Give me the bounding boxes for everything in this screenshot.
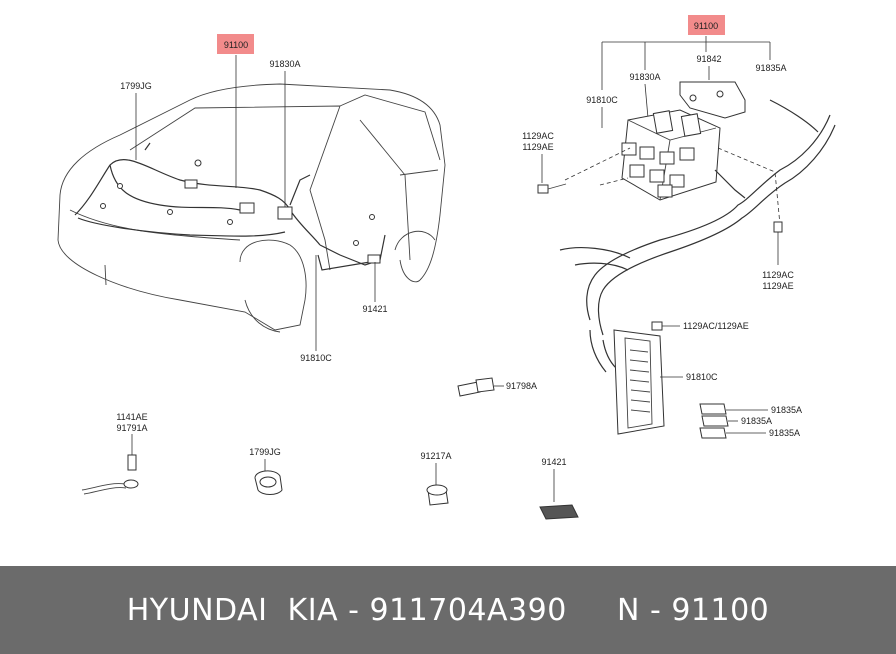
wiring-diagram: 91100 1799JG 91830A 91421 91810C 91100 9… (57, 15, 836, 520)
pad-part: 91421 (539, 457, 579, 520)
label-bolt-left-a: 1129AC (522, 131, 554, 141)
grommet-part: 91217A (420, 451, 452, 506)
label-fusebox-91810c: 91810C (686, 372, 718, 382)
label-main-part-right: 91100 (694, 21, 718, 31)
label-fuse-91835a-top: 91835A (755, 63, 786, 73)
ground-wire-part: 1141AE 91791A (81, 412, 148, 495)
label-ground-a: 1141AE (116, 412, 147, 422)
vehicle-illustration (57, 83, 446, 333)
label-harness-91810c-car: 91810C (300, 353, 332, 363)
label-clip-1799jg-car: 1799JG (120, 81, 152, 91)
label-harness-91810c-box: 91810C (586, 95, 618, 105)
label-junction-91830a-car: 91830A (269, 59, 300, 69)
junction-box-illustration: 91100 91842 91835A 91830A 91810C (522, 15, 836, 439)
label-bracket-91842: 91842 (696, 54, 721, 64)
footer-part-number: HYUNDAI KIA - 911704A390 N - 91100 (126, 592, 770, 628)
label-fuse-91835a-3: 91835A (769, 428, 800, 438)
fuse-set (699, 403, 729, 439)
relay-part: 91798A (457, 377, 537, 397)
label-relay-91798a: 91798A (506, 381, 537, 391)
label-pad-91421: 91421 (541, 457, 566, 467)
clip-part: 1799JG (249, 447, 283, 495)
main-part-highlight-right (688, 15, 725, 35)
part-number-footer: HYUNDAI KIA - 911704A390 N - 91100 (0, 566, 896, 654)
label-bolt-left-b: 1129AE (522, 142, 553, 152)
left-callouts: 91100 1799JG 91830A 91421 91810C (120, 34, 388, 363)
label-bolt-fusebox: 1129AC/1129AE (683, 321, 749, 331)
label-fuse-91835a-1: 91835A (771, 405, 802, 415)
label-protector-91421-car: 91421 (362, 304, 387, 314)
label-clip-1799jg: 1799JG (249, 447, 281, 457)
label-junction-91830a-box: 91830A (629, 72, 660, 82)
label-bolt-right-b: 1129AE (762, 281, 793, 291)
label-fuse-91835a-2: 91835A (741, 416, 772, 426)
label-ground-b: 91791A (116, 423, 147, 433)
main-part-highlight (217, 34, 254, 54)
label-bolt-right-a: 1129AC (762, 270, 794, 280)
label-main-part-left: 91100 (224, 40, 248, 50)
label-grommet-91217a: 91217A (420, 451, 451, 461)
